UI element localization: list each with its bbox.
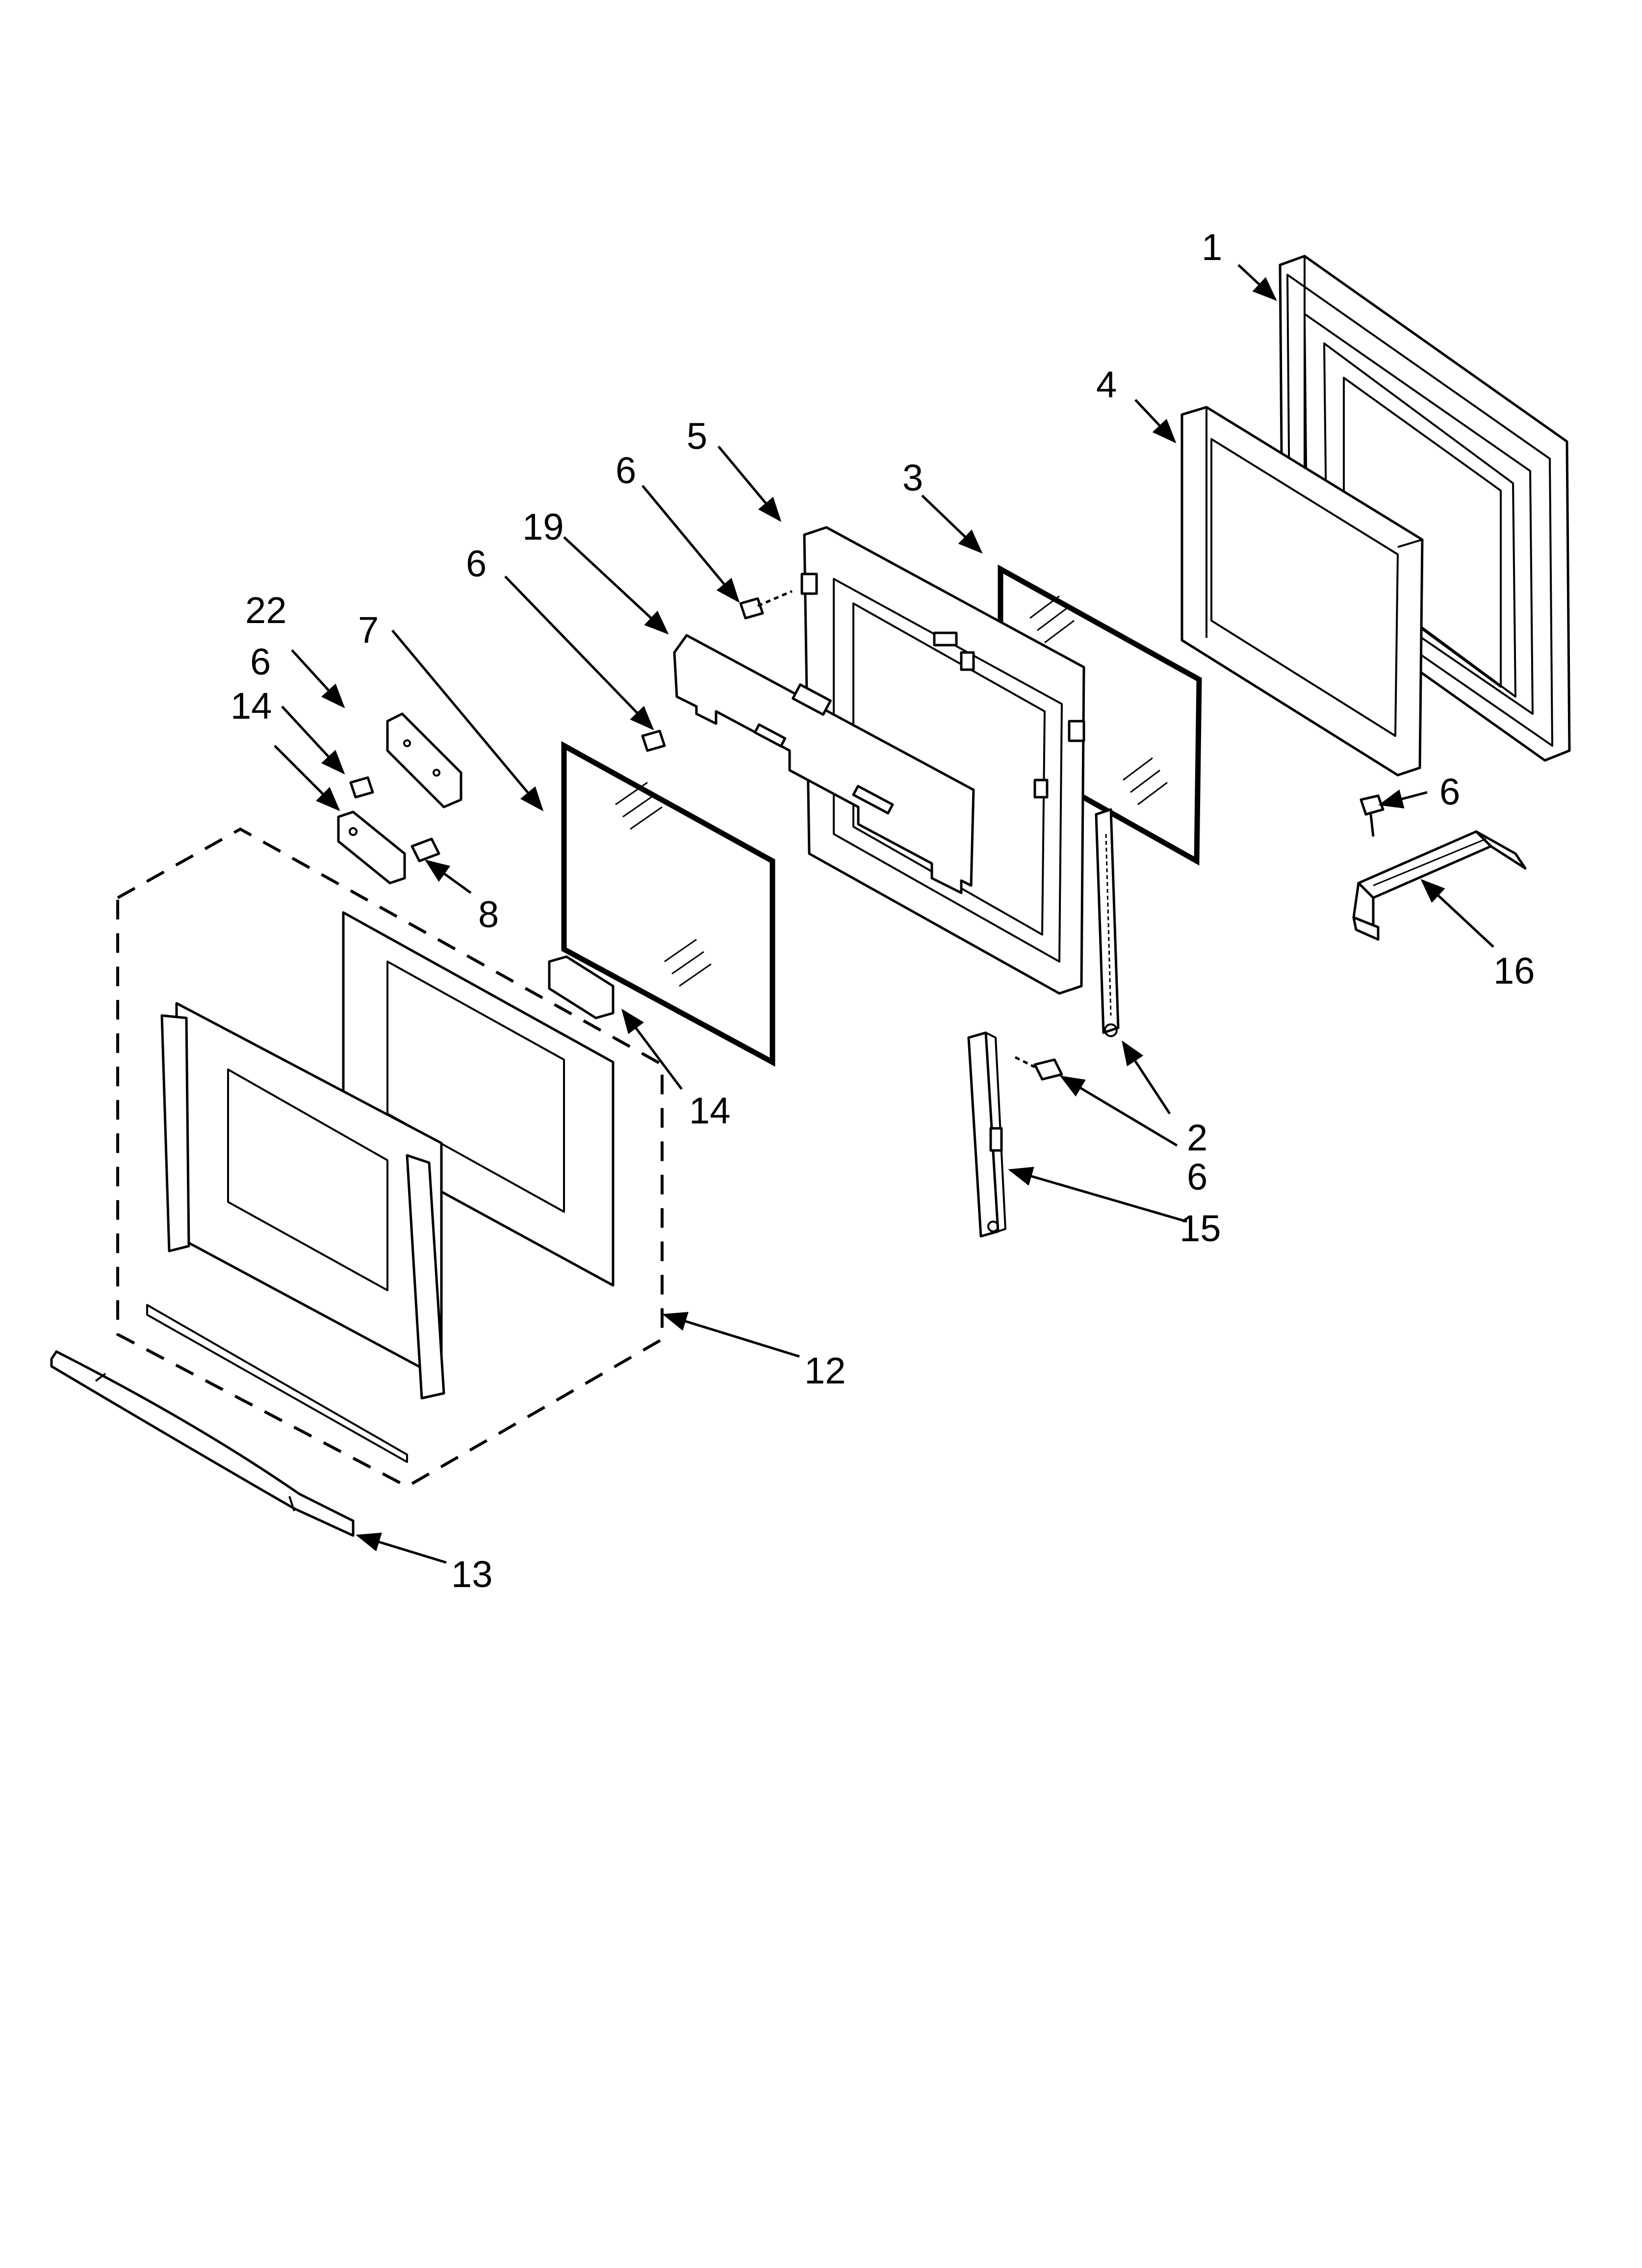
callout-15: 15 — [1180, 1208, 1221, 1250]
callout-19: 19 — [522, 506, 564, 548]
part-outer-door-assembly — [146, 911, 615, 1463]
callout-13: 13 — [451, 1554, 493, 1595]
part-bracket — [1352, 830, 1527, 941]
part-door-handle — [50, 1350, 355, 1537]
callout-1: 1 — [1202, 227, 1222, 268]
callout-8: 8 — [478, 894, 499, 936]
part-door-frame — [1180, 406, 1424, 777]
callout-12: 12 — [804, 1350, 846, 1392]
screw-part-8 — [410, 837, 440, 862]
part-outer-door-panel — [1279, 255, 1571, 762]
part-outer-glass — [561, 741, 775, 1067]
callout-2: 2 — [1187, 1117, 1207, 1159]
callout-6-shield: 6 — [466, 543, 487, 585]
callout-14-left: 14 — [231, 685, 272, 727]
part-door-hinge — [967, 1031, 1006, 1238]
callout-5: 5 — [687, 416, 707, 457]
part-hinge-bracket — [386, 712, 462, 808]
callout-6-bracket-16: 6 — [1439, 771, 1460, 813]
part-hinge-receiver-right — [548, 955, 615, 1019]
screw-hinge — [1014, 1056, 1063, 1081]
part-hinge-receiver-left — [337, 810, 406, 885]
screw-heat-shield — [641, 730, 666, 752]
part-vertical-gasket-strip — [1095, 808, 1120, 1037]
part-heat-shield — [673, 634, 975, 894]
screw-bracket — [1360, 794, 1385, 837]
leader-lines — [274, 264, 1494, 1564]
callout-4: 4 — [1096, 364, 1117, 406]
screw-bracket-22 — [349, 776, 374, 799]
outer-door-assembly-outline — [116, 827, 664, 1488]
callout-14-right: 14 — [689, 1090, 731, 1132]
callout-6-upper: 6 — [616, 450, 636, 492]
screw-upper-liner — [739, 590, 793, 620]
callout-3: 3 — [902, 457, 923, 499]
callout-6-bracket: 6 — [250, 641, 271, 683]
callout-6-hinge: 6 — [1187, 1156, 1207, 1198]
callout-7: 7 — [358, 609, 379, 651]
callout-22: 22 — [245, 590, 287, 631]
callout-16: 16 — [1493, 950, 1535, 992]
